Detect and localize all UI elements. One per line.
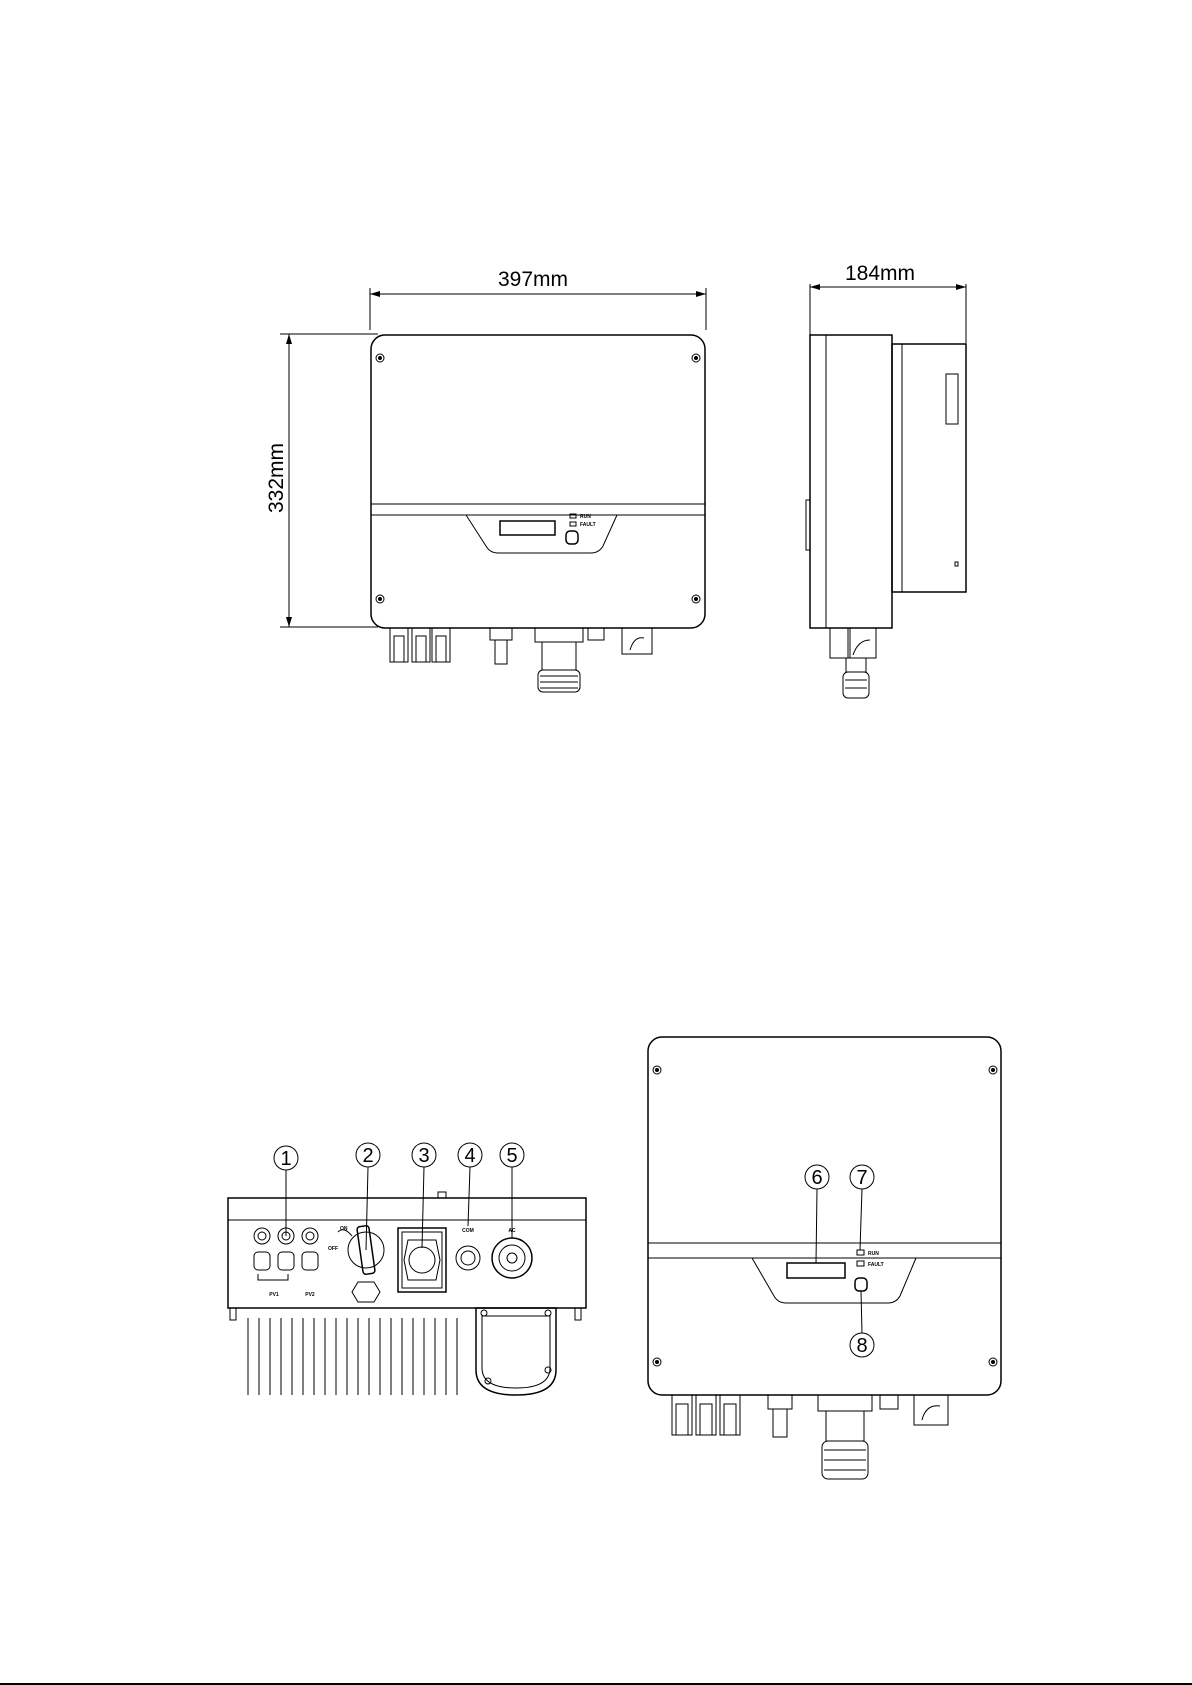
led-run-label: RUN [580, 514, 591, 520]
inverter-body [371, 335, 705, 628]
callouts-bottom: 1 2 3 4 5 [274, 1143, 524, 1250]
bottom-connectors [390, 628, 652, 692]
side-view-top: 184mm [806, 262, 966, 698]
com-port: COM [456, 1228, 480, 1270]
switch-on-label: ON [340, 1226, 348, 1232]
callout-3: 3 [418, 1145, 429, 1167]
lcd-display [500, 521, 555, 535]
display-bezel-2 [752, 1258, 916, 1303]
dc-switch: ON OFF [328, 1225, 384, 1302]
callout-7: 7 [856, 1167, 867, 1189]
com-label: COM [462, 1228, 474, 1234]
heatsink [892, 344, 966, 592]
depth-label: 184mm [845, 262, 915, 285]
screw-icons [376, 354, 700, 603]
side-connectors [830, 628, 876, 698]
pv1-label: PV1 [269, 1292, 279, 1298]
callout-6: 6 [811, 1167, 822, 1189]
front-view-bottom: RUN FAULT 6 7 8 [648, 1037, 1001, 1479]
led-fault-label: FAULT [580, 522, 596, 528]
callout-2: 2 [362, 1145, 373, 1167]
side-body [810, 335, 892, 628]
height-dimension: 332mm [265, 334, 378, 627]
inverter-body-2 [648, 1037, 1001, 1395]
callout-1: 1 [280, 1148, 291, 1170]
led-run-label-2: RUN [868, 1251, 879, 1257]
bottom-connectors-2 [672, 1395, 948, 1479]
callout-4: 4 [464, 1145, 475, 1167]
pv-connectors: PV1 PV2 [254, 1228, 318, 1298]
width-dimension: 397mm [370, 268, 706, 330]
junction-box [476, 1308, 556, 1395]
screw-icons-2 [653, 1066, 997, 1366]
lcd-display-2 [787, 1263, 845, 1278]
callout-8: 8 [856, 1335, 867, 1357]
led-fault-label-2: FAULT [868, 1262, 884, 1268]
button-icon [566, 531, 578, 544]
callout-5: 5 [506, 1145, 517, 1167]
front-view-top: 397mm 332mm RUN FAULT [265, 268, 706, 692]
bottom-view: PV1 PV2 ON OFF COM AC [228, 1143, 586, 1395]
switch-off-label: OFF [328, 1246, 338, 1252]
width-label: 397mm [498, 268, 568, 291]
heatsink-fins [230, 1308, 581, 1395]
pv2-label: PV2 [305, 1292, 315, 1298]
height-label: 332mm [265, 443, 288, 513]
button-icon-2 [855, 1278, 867, 1291]
depth-dimension: 184mm [810, 262, 966, 343]
